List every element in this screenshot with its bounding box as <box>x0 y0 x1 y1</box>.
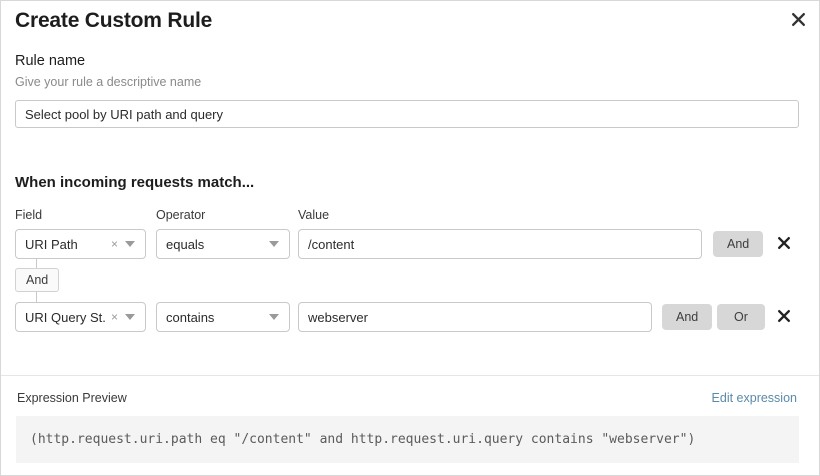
chevron-down-icon <box>125 241 135 247</box>
field-select-2[interactable]: URI Query St... × <box>15 302 146 332</box>
column-header-field: Field <box>15 208 43 222</box>
field-select-1-value: URI Path <box>25 236 78 252</box>
chevron-down-icon <box>269 241 279 247</box>
condition-row: URI Query St... × contains And Or <box>1 302 819 332</box>
rule-name-input[interactable] <box>15 100 799 128</box>
or-button-row-2[interactable]: Or <box>717 304 765 330</box>
chevron-down-icon <box>269 314 279 320</box>
clear-icon[interactable]: × <box>110 237 118 251</box>
chevron-down-icon <box>125 314 135 320</box>
expression-preview-box: (http.request.uri.path eq "/content" and… <box>16 416 799 463</box>
rule-name-label: Rule name <box>15 53 86 69</box>
remove-condition-button-1[interactable] <box>773 232 795 254</box>
close-button[interactable] <box>786 7 810 31</box>
and-button-row-2[interactable]: And <box>662 304 713 330</box>
condition-row: URI Path × equals And <box>1 229 819 259</box>
operator-select-2-value: contains <box>166 309 215 325</box>
value-input-1[interactable] <box>298 229 702 259</box>
and-button-row-1[interactable]: And <box>713 231 764 257</box>
expression-preview-code: (http.request.uri.path eq "/content" and… <box>30 432 696 447</box>
match-section-heading: When incoming requests match... <box>15 174 255 191</box>
connector-line-bottom <box>36 291 37 302</box>
group-connector-and[interactable]: And <box>15 268 60 292</box>
field-select-2-value: URI Query St... <box>25 309 106 325</box>
field-select-1[interactable]: URI Path × <box>15 229 146 259</box>
rule-name-help-text: Give your rule a descriptive name <box>15 75 202 89</box>
column-header-value: Value <box>298 208 330 222</box>
value-input-2[interactable] <box>298 302 652 332</box>
connector-line-top <box>36 259 37 269</box>
expression-preview-label: Expression Preview <box>17 391 127 405</box>
column-header-operator: Operator <box>156 208 206 222</box>
section-divider <box>1 375 819 376</box>
close-icon <box>791 12 805 26</box>
close-icon <box>778 310 790 322</box>
edit-expression-link[interactable]: Edit expression <box>711 391 797 405</box>
remove-condition-button-2[interactable] <box>773 305 795 327</box>
page-title: Create Custom Rule <box>15 9 213 32</box>
operator-select-2[interactable]: contains <box>156 302 290 332</box>
operator-select-1-value: equals <box>166 236 205 252</box>
close-icon <box>778 237 790 249</box>
clear-icon[interactable]: × <box>110 310 118 324</box>
operator-select-1[interactable]: equals <box>156 229 290 259</box>
